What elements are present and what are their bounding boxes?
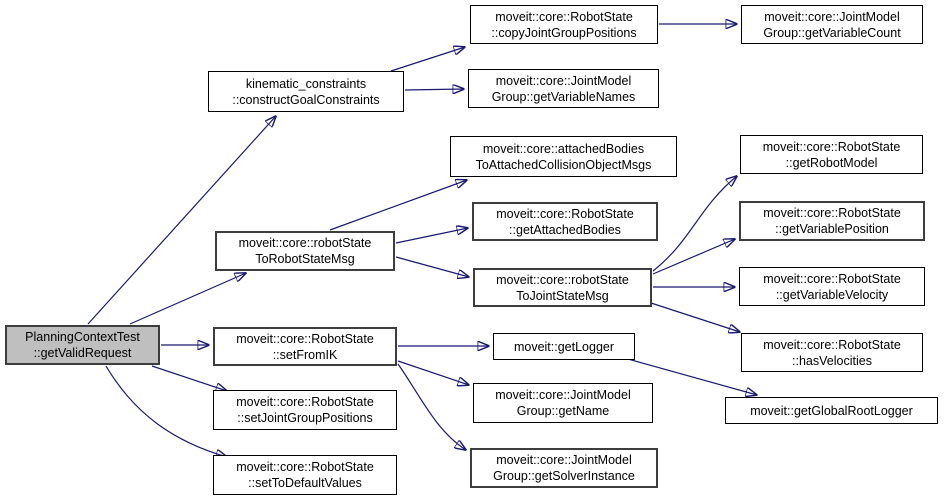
node-label: ToAttachedCollisionObjectMsgs [475,157,652,172]
node-label: ::getAttachedBodies [509,222,621,237]
node-setjointgrouppositions[interactable]: moveit::core::RobotState ::setJointGroup… [213,390,397,430]
node-label: ToJointStateMsg [516,288,609,303]
node-label: moveit::core::RobotState [763,271,901,286]
node-robotstatetojointstatemsg[interactable]: moveit::core::robotState ToJointStateMsg [473,268,652,307]
node-label: ::setToDefaultValues [248,476,362,490]
node-label: moveit::core::RobotState [236,460,374,474]
node-attachedbodiestoattachedcollisionobjectmsgs[interactable]: moveit::core::attachedBodies ToAttachedC… [450,136,677,177]
edge-constructgoalconstraints-getvariablenames [404,89,464,90]
node-getname[interactable]: moveit::core::JointModel Group::getName [473,383,653,423]
node-getattachedbodies[interactable]: moveit::core::RobotState ::getAttachedBo… [472,202,658,241]
node-copyjointgrouppositions[interactable]: moveit::core::RobotState ::copyJointGrou… [470,5,658,44]
node-label: ::constructGoalConstraints [232,92,380,107]
edge-getlogger-getgloballrootlogger [627,358,757,395]
node-label: ::hasVelocities [792,353,872,368]
node-label: ::setFromIK [272,347,338,362]
edge-getvalidrequest-robotstatetorobotstatemsg [129,273,246,325]
node-label: moveit::core::RobotState [236,395,374,409]
node-label: kinematic_constraints [245,76,367,91]
node-getlogger[interactable]: moveit::getLogger [493,333,635,360]
node-robotstatetorobotstatemsg[interactable]: moveit::core::robotState ToRobotStateMsg [215,231,395,271]
node-label: moveit::core::robotState [496,272,629,287]
node-label: moveit::getLogger [513,339,615,354]
node-label: ::getVariablePosition [775,222,889,236]
node-label: ::getValidRequest [33,346,132,360]
edge-getvalidrequest-settodefaultvalues [105,365,227,457]
edge-robotstatetorobotstatemsg-getattachedbodies [395,228,468,244]
node-label: Group::getSolverInstance [493,469,635,483]
node-getrobotmodel[interactable]: moveit::core::RobotState ::getRobotModel [740,135,923,174]
node-getvariablevelocity[interactable]: moveit::core::RobotState ::getVariableVe… [739,267,925,306]
node-label: moveit::core::robotState [238,236,372,250]
node-label: moveit::core::JointModel [495,388,631,402]
node-label: ::getVariableVelocity [775,287,889,302]
node-getvariablenames[interactable]: moveit::core::JointModel Group::getVaria… [468,69,659,108]
node-label: moveit::core::JointModel [496,453,632,467]
node-getvariableposition[interactable]: moveit::core::RobotState ::getVariablePo… [739,201,925,241]
node-label: moveit::core::RobotState [495,9,633,24]
node-label: Group::getVariableNames [491,89,636,104]
node-label: Group::getName [516,404,610,418]
node-settodefaultvalues[interactable]: moveit::core::RobotState ::setToDefaultV… [213,455,397,495]
node-getvalidrequest: PlanningContextTest ::getValidRequest [5,325,160,365]
node-label: moveit::core::attachedBodies [482,141,645,156]
node-label: moveit::core::RobotState [236,331,374,346]
node-label: PlanningContextTest [25,330,140,344]
edge-getvalidrequest-constructgoalconstraints [87,116,276,325]
edge-setfromik-getname [397,360,469,385]
node-label: moveit::core::RobotState [762,139,901,154]
edge-getvalidrequest-setjointgrouppositions [151,365,227,391]
node-label: ::copyJointGroupPositions [491,25,637,40]
node-label: moveit::getGlobalRootLogger [750,403,913,418]
node-getvariablecount[interactable]: moveit::core::JointModel Group::getVaria… [741,5,923,44]
node-getgloballrootlogger[interactable]: moveit::getGlobalRootLogger [725,397,938,424]
edge-robotstatetojointstatemsg-hasvelocities [650,302,740,332]
edge-constructgoalconstraints-copyjointgrouppositions [390,47,465,72]
node-label: moveit::core::RobotState [763,337,901,352]
edge-robotstatetojointstatemsg-getrobotmodel [652,176,737,272]
node-label: moveit::core::RobotState [763,206,901,220]
node-label: moveit::core::JointModel [764,9,900,24]
node-label: ::setJointGroupPositions [237,411,373,425]
node-label: Group::getVariableCount [763,25,901,40]
node-label: ::getRobotModel [785,155,878,170]
node-label: moveit::core::JointModel [495,73,632,88]
edge-setfromik-getsolverinstance [397,363,466,450]
node-label: ToRobotStateMsg [255,252,355,266]
edge-robotstatetorobotstatemsg-robotstatetojointstatemsg [395,256,469,277]
node-hasvelocities[interactable]: moveit::core::RobotState ::hasVelocities [741,333,923,372]
node-constructgoalconstraints[interactable]: kinematic_constraints ::constructGoalCon… [208,71,404,112]
node-setfromik[interactable]: moveit::core::RobotState ::setFromIK [213,327,397,366]
node-label: moveit::core::RobotState [496,206,634,221]
node-getsolverinstance[interactable]: moveit::core::JointModel Group::getSolve… [470,448,658,488]
edge-robotstatetorobotstatemsg-attachedbodies [329,180,467,231]
edge-robotstatetojointstatemsg-getvariableposition [652,239,735,275]
